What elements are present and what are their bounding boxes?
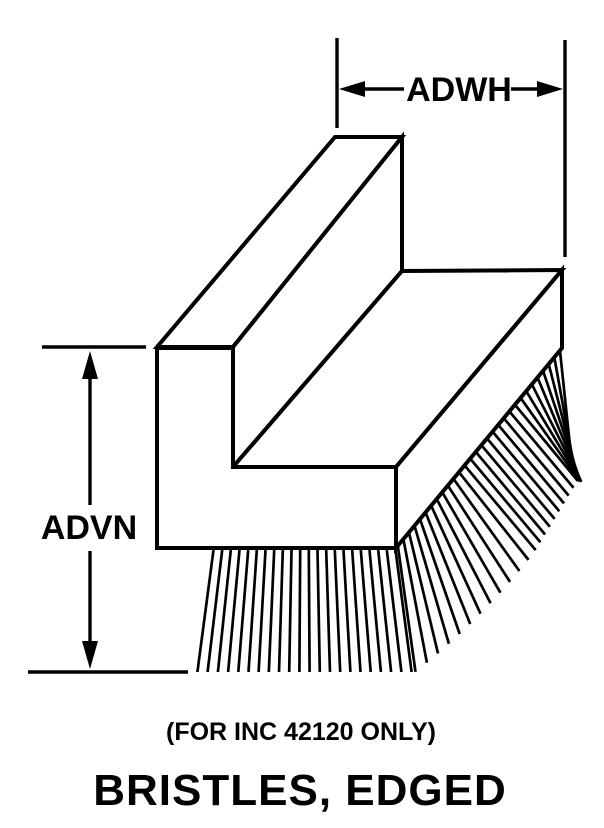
bristle-line [226, 549, 241, 673]
bristle-line [469, 458, 542, 544]
note-text: (FOR INC 42120 ONLY) [166, 718, 436, 746]
bristle-line [486, 438, 556, 520]
bristle-line [307, 549, 311, 673]
bristle-line [216, 549, 233, 673]
bristle-line [419, 519, 461, 635]
bristle-line [247, 549, 259, 673]
bristle-line [267, 549, 276, 673]
advn-label: ADVN [41, 509, 137, 547]
bristle-line [452, 478, 521, 572]
bristle-line [463, 465, 537, 551]
advn-dimension: ADVN [28, 345, 188, 674]
bristle-line [447, 485, 512, 583]
figure-title: BRISTLES, EDGED [93, 766, 507, 815]
bristle-line [491, 431, 561, 513]
bristle-line [359, 549, 373, 673]
adwh-right-arrow-icon [537, 81, 563, 97]
bristle-line [424, 512, 472, 625]
bristle-line [430, 505, 482, 615]
bristle-line [342, 549, 352, 673]
bristle-line [333, 549, 342, 673]
bristle-line [519, 397, 581, 483]
bristle-line [407, 533, 440, 654]
bristle-line [441, 492, 502, 594]
bristle-line [196, 549, 215, 673]
bristle-line [396, 546, 417, 672]
bristle-line [324, 549, 332, 673]
bristle-line [402, 539, 429, 663]
bristle-line [257, 549, 267, 673]
bristle-line [435, 499, 492, 604]
bristle-line [376, 549, 393, 673]
brush-block [152, 131, 567, 554]
adwh-label: ADWH [406, 71, 512, 109]
bristle-line [206, 549, 224, 673]
bristle-line [497, 424, 566, 505]
bristle-line [458, 471, 530, 561]
bristle-line [508, 410, 575, 489]
bristle-line [277, 549, 285, 673]
bristle-line [480, 444, 551, 528]
bristle-line [236, 549, 250, 673]
bristle-line [503, 417, 570, 497]
bristle-line [298, 549, 302, 673]
bristle-line [287, 549, 293, 673]
bristle-line [514, 404, 579, 482]
front-bristle-fringe [196, 549, 413, 673]
bristle-line [368, 549, 383, 673]
bristle-line [558, 350, 575, 477]
block-front-face [155, 346, 398, 550]
adwh-dimension: ADWH [335, 38, 567, 257]
bristle-line [413, 526, 451, 645]
advn-down-arrow-icon [82, 641, 98, 669]
adwh-left-arrow-icon [339, 81, 365, 97]
bristle-line [385, 549, 403, 673]
advn-up-arrow-icon [82, 351, 98, 379]
bristle-line [475, 451, 547, 536]
bristle-line [316, 549, 322, 673]
side-bristle-fringe [396, 350, 583, 672]
bristle-line [350, 549, 362, 673]
bristle-line [394, 549, 413, 673]
